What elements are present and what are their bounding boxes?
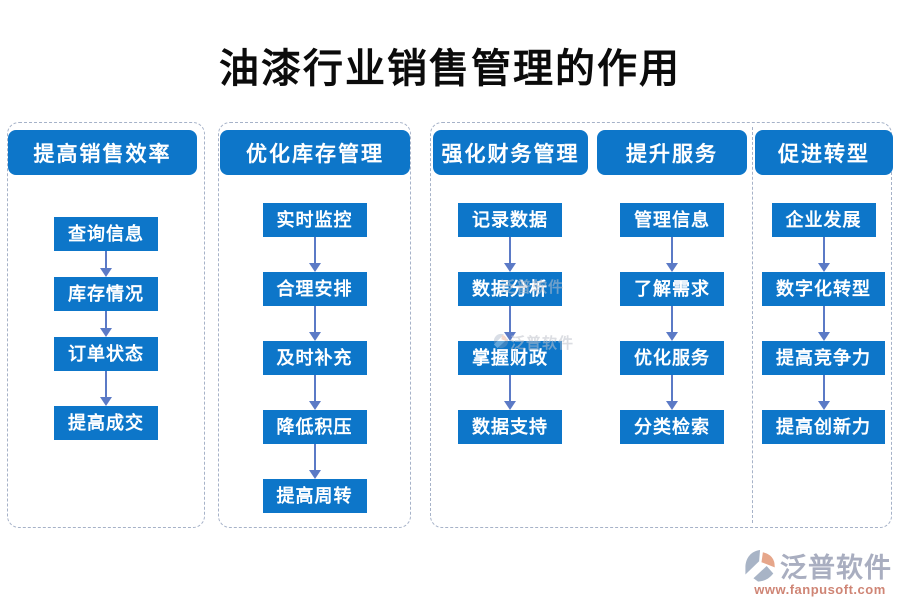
column-header-finance: 强化财务管理 bbox=[433, 130, 588, 175]
flow-step: 查询信息 bbox=[54, 217, 158, 251]
flow-column-transform: 企业发展 数字化转型 提高竞争力 提高创新力 bbox=[752, 203, 895, 444]
column-panel-sales-efficiency bbox=[7, 122, 205, 528]
flow-step: 数字化转型 bbox=[762, 272, 885, 306]
flow-step: 订单状态 bbox=[54, 337, 158, 371]
flow-column-inventory: 实时监控 合理安排 及时补充 降低积压 提高周转 bbox=[218, 203, 411, 513]
flow-step: 实时监控 bbox=[262, 203, 367, 237]
flow-step: 数据分析 bbox=[458, 272, 562, 306]
column-header-transform: 促进转型 bbox=[755, 130, 893, 175]
flow-step: 库存情况 bbox=[54, 277, 158, 311]
brand-footer: 泛普软件 www.fanpusoft.com bbox=[744, 546, 896, 597]
flow-step: 提高成交 bbox=[54, 406, 158, 440]
down-arrow-icon bbox=[503, 306, 517, 341]
down-arrow-icon bbox=[503, 237, 517, 272]
down-arrow-icon bbox=[665, 306, 679, 341]
down-arrow-icon bbox=[99, 311, 113, 337]
down-arrow-icon bbox=[503, 375, 517, 410]
flow-step: 及时补充 bbox=[262, 341, 367, 375]
column-header-service: 提升服务 bbox=[597, 130, 747, 175]
column-header-inventory: 优化库存管理 bbox=[220, 130, 410, 175]
brand-name: 泛普软件 bbox=[780, 553, 892, 583]
flow-step: 企业发展 bbox=[771, 203, 876, 237]
flow-step: 记录数据 bbox=[458, 203, 562, 237]
column-header-sales-efficiency: 提高销售效率 bbox=[8, 130, 197, 175]
flow-column-sales-efficiency: 查询信息 库存情况 订单状态 提高成交 bbox=[7, 217, 205, 440]
down-arrow-icon bbox=[99, 251, 113, 277]
fanpu-logo-icon bbox=[745, 549, 775, 582]
flow-step: 提高竞争力 bbox=[762, 341, 885, 375]
flow-step: 优化服务 bbox=[620, 341, 724, 375]
flow-column-service: 管理信息 了解需求 优化服务 分类检索 bbox=[597, 203, 747, 444]
flow-step: 合理安排 bbox=[262, 272, 367, 306]
down-arrow-icon bbox=[665, 375, 679, 410]
down-arrow-icon bbox=[308, 306, 322, 341]
down-arrow-icon bbox=[665, 237, 679, 272]
down-arrow-icon bbox=[817, 375, 831, 410]
down-arrow-icon bbox=[817, 306, 831, 341]
watermark-logo-icon bbox=[493, 333, 509, 349]
flow-step: 降低积压 bbox=[262, 410, 367, 444]
flow-step: 管理信息 bbox=[620, 203, 724, 237]
page-title: 油漆行业销售管理的作用 bbox=[219, 46, 681, 91]
flow-step: 了解需求 bbox=[620, 272, 724, 306]
column-panel-inventory bbox=[218, 122, 411, 528]
down-arrow-icon bbox=[308, 375, 322, 410]
flow-step: 提高创新力 bbox=[762, 410, 885, 444]
flow-step: 掌握财政 bbox=[458, 341, 562, 375]
flow-step: 数据支持 bbox=[458, 410, 562, 444]
flow-step: 分类检索 bbox=[620, 410, 724, 444]
panel-divider-line bbox=[752, 127, 753, 523]
down-arrow-icon bbox=[817, 237, 831, 272]
flow-column-finance: 记录数据 数据分析 掌握财政 数据支持 bbox=[430, 203, 590, 444]
down-arrow-icon bbox=[308, 444, 322, 479]
brand-url: www.fanpusoft.com bbox=[754, 582, 886, 597]
flow-step: 提高周转 bbox=[262, 479, 367, 513]
column-panel-finance-service-transform bbox=[430, 122, 892, 528]
down-arrow-icon bbox=[308, 237, 322, 272]
down-arrow-icon bbox=[99, 371, 113, 406]
